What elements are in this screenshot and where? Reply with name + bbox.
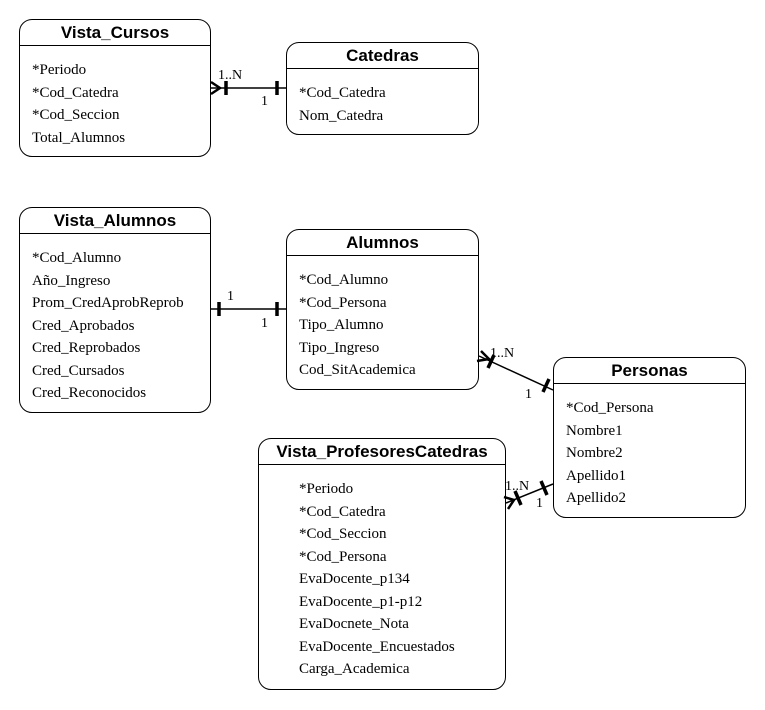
attribute: *Cod_Persona: [299, 548, 387, 565]
attribute: Nom_Catedra: [299, 107, 384, 124]
cardinality-label: 1..N: [505, 479, 529, 494]
attribute: Nombre2: [566, 445, 623, 461]
attribute: EvaDocente_p134: [299, 571, 410, 587]
attribute: *Cod_Persona: [566, 400, 654, 416]
attribute: Carga_Academica: [299, 661, 410, 677]
attribute: *Cod_Seccion: [32, 107, 120, 123]
relationship-valumnos-alumnos[interactable]: [211, 302, 286, 316]
relationship-cursos-catedras[interactable]: [210, 80, 286, 96]
cardinality-label: 1: [227, 289, 234, 304]
attribute: Año_Ingreso: [32, 272, 111, 289]
entity-title: Vista_Cursos: [20, 20, 210, 46]
entity-alumnos[interactable]: Alumnos *Cod_Alumno *Cod_Persona Tipo_Al…: [286, 229, 479, 390]
crows-foot-icon: [210, 80, 223, 96]
attribute: EvaDocnete_Nota: [299, 616, 409, 632]
cardinality-label: 1..N: [218, 68, 242, 83]
cardinality-label: 1: [261, 94, 268, 109]
attribute: EvaDocente_p1-p12: [299, 593, 423, 610]
attribute: *Cod_Catedra: [299, 503, 386, 520]
cardinality-label: 1: [261, 316, 268, 331]
entity-catedras[interactable]: Catedras *Cod_Catedra Nom_Catedra: [286, 42, 479, 135]
attribute: *Cod_Persona: [299, 294, 387, 311]
entity-title: Alumnos: [287, 230, 478, 256]
attribute: Apellido2: [566, 490, 626, 506]
attribute-list: *Periodo *Cod_Catedra *Cod_Seccion *Cod_…: [299, 478, 499, 681]
attribute-list: *Cod_Alumno Año_Ingreso Prom_CredAprobRe…: [32, 247, 204, 405]
attribute: Total_Alumnos: [32, 129, 126, 146]
attribute: *Cod_Catedra: [32, 84, 119, 101]
attribute: Prom_CredAprobReprob: [32, 295, 184, 311]
mandatory-bar-icon: [541, 378, 551, 393]
attribute: Nombre1: [566, 422, 623, 439]
attribute-list: *Cod_Catedra Nom_Catedra: [299, 82, 472, 127]
entity-title: Vista_ProfesoresCatedras: [259, 439, 505, 465]
entity-vista-profesores-catedras[interactable]: Vista_ProfesoresCatedras *Periodo *Cod_C…: [258, 438, 506, 690]
attribute: Cred_Cursados: [32, 362, 125, 379]
attribute-list: *Cod_Persona Nombre1 Nombre2 Apellido1 A…: [566, 397, 739, 510]
attribute: Cod_SitAcademica: [299, 362, 416, 378]
entity-personas[interactable]: Personas *Cod_Persona Nombre1 Nombre2 Ap…: [553, 357, 746, 518]
crows-foot-icon: [476, 350, 492, 363]
attribute: *Periodo: [32, 62, 87, 78]
attribute: *Periodo: [299, 481, 354, 497]
relationship-alumnos-personas[interactable]: [476, 350, 554, 393]
attribute-list: *Periodo *Cod_Catedra *Cod_Seccion Total…: [32, 59, 204, 149]
mandatory-bar-icon: [486, 354, 496, 369]
attribute: Tipo_Ingreso: [299, 339, 380, 356]
attribute: *Cod_Catedra: [299, 85, 386, 101]
mandatory-bar-icon: [513, 490, 523, 506]
attribute: Tipo_Alumno: [299, 317, 384, 333]
cardinality-label: 1: [536, 496, 543, 511]
attribute: Apellido1: [566, 467, 626, 484]
attribute: *Cod_Seccion: [299, 526, 387, 542]
entity-vista-alumnos[interactable]: Vista_Alumnos *Cod_Alumno Año_Ingreso Pr…: [19, 207, 211, 413]
attribute: *Cod_Alumno: [32, 250, 122, 266]
attribute-list: *Cod_Alumno *Cod_Persona Tipo_Alumno Tip…: [299, 269, 472, 382]
entity-title: Catedras: [287, 43, 478, 69]
mandatory-bar-icon: [539, 480, 549, 496]
attribute: Cred_Aprobados: [32, 317, 135, 334]
attribute: Cred_Reconocidos: [32, 385, 147, 401]
relationship-vprof-personas[interactable]: [503, 480, 554, 510]
cardinality-label: 1..N: [490, 346, 514, 361]
crows-foot-icon: [503, 495, 516, 510]
attribute: EvaDocente_Encuestados: [299, 638, 455, 655]
attribute: Cred_Reprobados: [32, 340, 141, 356]
entity-vista-cursos[interactable]: Vista_Cursos *Periodo *Cod_Catedra *Cod_…: [19, 19, 211, 157]
entity-title: Vista_Alumnos: [20, 208, 210, 234]
attribute: *Cod_Alumno: [299, 272, 389, 288]
entity-title: Personas: [554, 358, 745, 384]
cardinality-label: 1: [525, 387, 532, 402]
